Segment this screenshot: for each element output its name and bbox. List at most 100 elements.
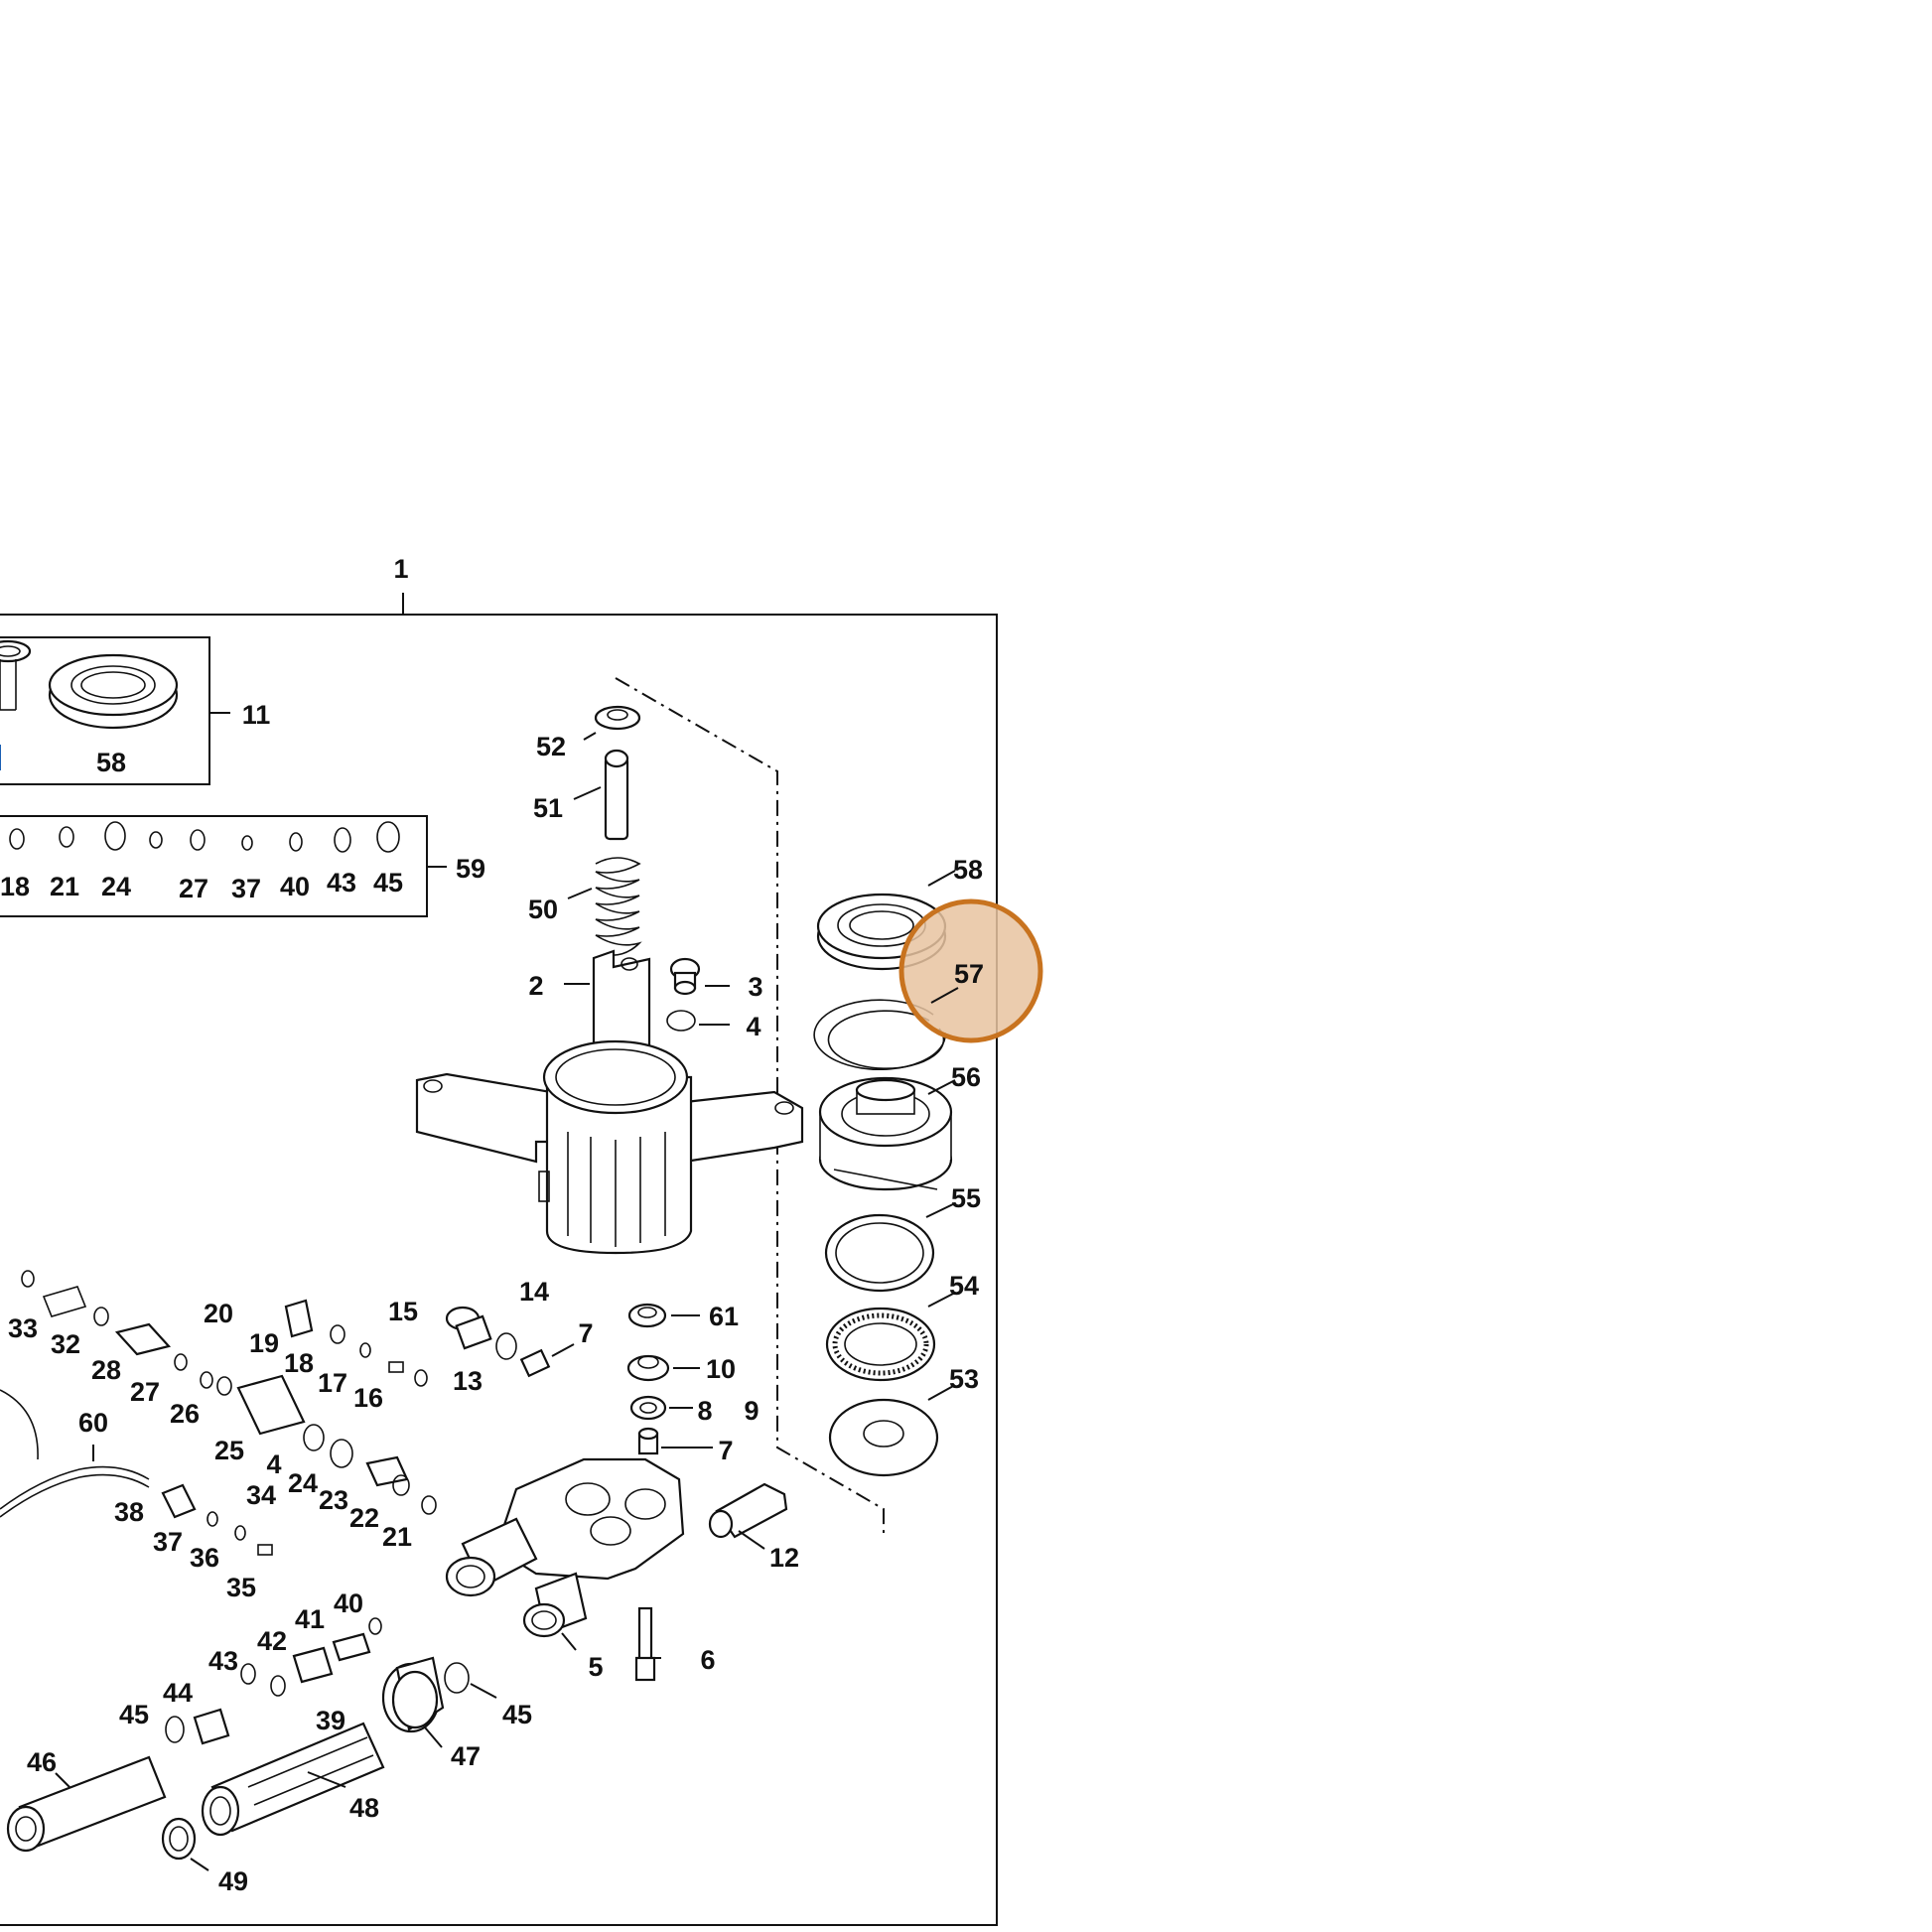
callout-43[interactable]: 43: [208, 1646, 238, 1676]
callout-35[interactable]: 35: [226, 1573, 256, 1602]
callout-21[interactable]: 21: [382, 1522, 412, 1552]
callout-42[interactable]: 42: [257, 1626, 287, 1656]
callout-28[interactable]: 28: [91, 1355, 121, 1385]
callout-18[interactable]: 18: [284, 1348, 314, 1378]
callout-41[interactable]: 41: [295, 1604, 325, 1634]
callout-17[interactable]: 17: [318, 1368, 347, 1398]
fitting-14-13: [445, 1306, 517, 1360]
callout-55[interactable]: 55: [951, 1183, 981, 1213]
callout-58-kit[interactable]: 58: [96, 748, 126, 777]
kit-label-27[interactable]: 27: [179, 874, 208, 903]
callout-7-left[interactable]: 7: [578, 1318, 593, 1348]
callout-45-left[interactable]: 45: [119, 1700, 149, 1729]
retaining-ring-57: [813, 999, 946, 1071]
callout-44[interactable]: 44: [163, 1678, 193, 1708]
elbow-fitting-12: [708, 1482, 788, 1539]
callout-48[interactable]: 48: [349, 1793, 379, 1823]
callout-2[interactable]: 2: [528, 971, 543, 1001]
callout-58[interactable]: 58: [953, 855, 983, 885]
kit-label-18[interactable]: 18: [0, 872, 30, 901]
manifold-5: [445, 1457, 685, 1638]
callout-49[interactable]: 49: [218, 1866, 248, 1896]
callout-1[interactable]: 1: [393, 554, 408, 584]
o-ring-8: [629, 1395, 667, 1421]
nozzle-44: [165, 1708, 230, 1745]
callout-27[interactable]: 27: [130, 1377, 160, 1407]
callout-22[interactable]: 22: [349, 1503, 379, 1533]
callout-4-left[interactable]: 4: [266, 1449, 281, 1479]
injector-group-38: [161, 1483, 273, 1556]
callout-37[interactable]: 37: [153, 1527, 183, 1557]
highlight-marker-57[interactable]: [901, 901, 1040, 1040]
callout-45-right[interactable]: 45: [502, 1700, 532, 1729]
callout-24[interactable]: 24: [288, 1468, 318, 1498]
callout-52[interactable]: 52: [536, 732, 566, 761]
callout-50[interactable]: 50: [528, 895, 558, 924]
callout-6[interactable]: 6: [700, 1645, 715, 1675]
callout-60[interactable]: 60: [78, 1408, 108, 1438]
callout-34[interactable]: 34: [246, 1480, 276, 1510]
callout-5[interactable]: 5: [588, 1652, 603, 1682]
callout-26[interactable]: 26: [170, 1399, 200, 1429]
kit-label-21[interactable]: 21: [50, 872, 79, 901]
callout-32[interactable]: 32: [51, 1329, 80, 1359]
callout-8[interactable]: 8: [697, 1396, 712, 1426]
callout-10[interactable]: 10: [706, 1354, 736, 1384]
callout-39[interactable]: 39: [316, 1706, 345, 1735]
callout-33[interactable]: 33: [8, 1313, 38, 1343]
spring-group-41: [240, 1617, 382, 1697]
callout-40[interactable]: 40: [334, 1588, 363, 1618]
callout-51[interactable]: 51: [533, 793, 563, 823]
kit-label-40[interactable]: 40: [280, 872, 310, 901]
valve-61: [627, 1303, 667, 1328]
leader-57: [930, 987, 959, 1004]
check-valve-7-left: [519, 1348, 551, 1378]
cap-49: [161, 1817, 197, 1861]
callout-16[interactable]: 16: [353, 1383, 383, 1413]
callout-labels: 1 11 58 59 18 21 24 27 37 40 43 45 52 51…: [0, 554, 983, 1896]
valve-10: [626, 1354, 670, 1382]
callout-15[interactable]: 15: [388, 1297, 418, 1326]
kit-label-24[interactable]: 24: [101, 872, 131, 901]
callout-57[interactable]: 57: [954, 959, 984, 989]
callout-46[interactable]: 46: [27, 1747, 57, 1777]
callout-53[interactable]: 53: [949, 1364, 979, 1394]
callout-47[interactable]: 47: [451, 1741, 481, 1771]
callout-59[interactable]: 59: [456, 854, 485, 884]
oil-seal-58-kit: [48, 653, 179, 730]
kit-label-37[interactable]: 37: [231, 874, 261, 903]
needle-bearing-54: [825, 1307, 936, 1382]
assembly-axis-line: [615, 677, 885, 1533]
callout-11[interactable]: 11: [242, 700, 271, 730]
callout-3[interactable]: 3: [748, 972, 762, 1002]
callout-13[interactable]: 13: [453, 1366, 483, 1396]
callout-4-top[interactable]: 4: [746, 1012, 760, 1041]
callout-14[interactable]: 14: [519, 1277, 549, 1307]
check-valve-7-right: [637, 1427, 659, 1455]
callout-19[interactable]: 19: [249, 1328, 279, 1358]
kit-11-frame: [0, 636, 230, 785]
callout-36[interactable]: 36: [190, 1543, 219, 1573]
callout-54[interactable]: 54: [949, 1271, 979, 1301]
leader-lines: [55, 732, 956, 1871]
bearing-56: [818, 1076, 953, 1191]
callout-7-right[interactable]: 7: [718, 1436, 733, 1465]
callout-61[interactable]: 61: [709, 1302, 739, 1331]
hose-60: [0, 1389, 150, 1518]
callout-38[interactable]: 38: [114, 1497, 144, 1527]
kit-label-43[interactable]: 43: [327, 868, 356, 897]
pump-housing-2: [415, 949, 804, 1255]
o-ring-4-top: [666, 1010, 696, 1032]
callout-12[interactable]: 12: [769, 1543, 799, 1573]
thrust-washer-53: [828, 1398, 939, 1477]
filter-48: [201, 1722, 385, 1837]
callout-56[interactable]: 56: [951, 1062, 981, 1092]
callout-20[interactable]: 20: [204, 1299, 233, 1328]
callout-9[interactable]: 9: [744, 1396, 759, 1426]
kit-label-45[interactable]: 45: [373, 868, 403, 897]
callout-23[interactable]: 23: [319, 1485, 348, 1515]
highlight-marker-57-ring: [898, 898, 1043, 1043]
bolt-6: [634, 1606, 656, 1682]
callout-25[interactable]: 25: [214, 1436, 244, 1465]
